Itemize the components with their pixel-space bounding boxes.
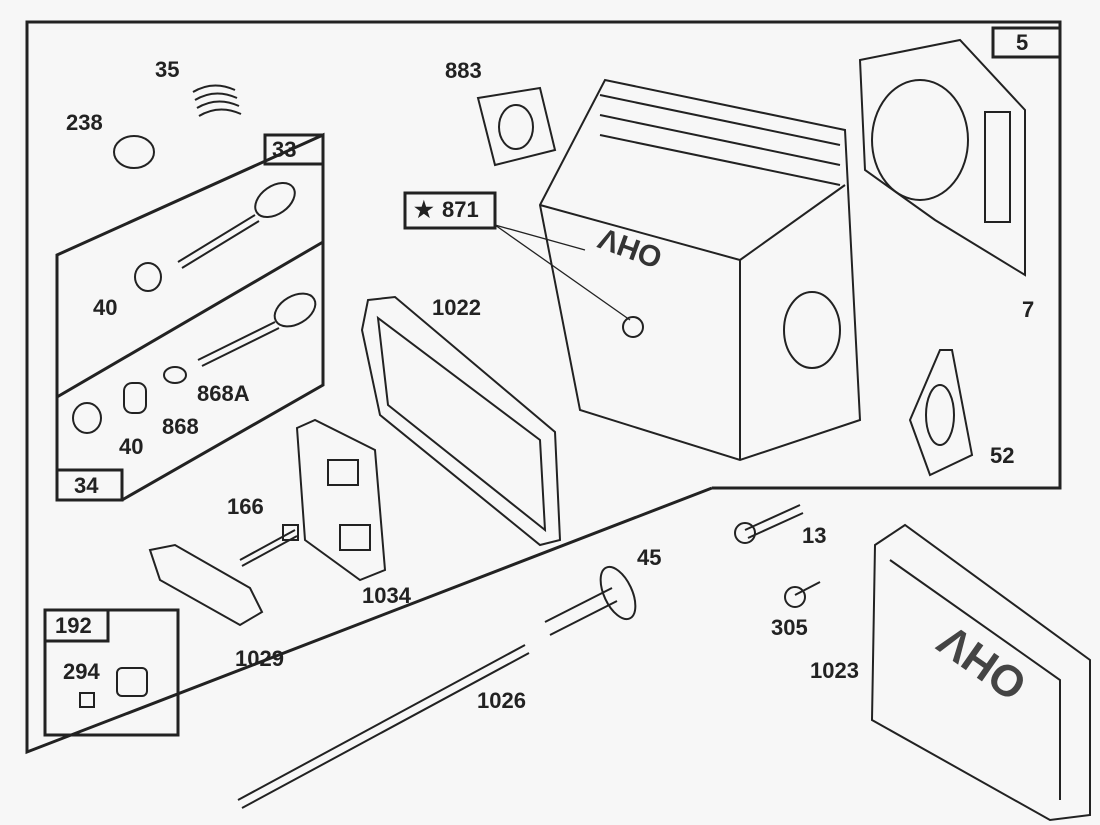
- callout-305: 305: [771, 615, 808, 640]
- callout-1023: 1023: [810, 658, 859, 683]
- gasket-1022: [360, 295, 562, 547]
- washer-868a: [163, 366, 187, 384]
- callout-238: 238: [66, 110, 103, 135]
- gasket-883: [476, 86, 557, 167]
- callout-7: 7: [1022, 297, 1035, 322]
- callout-1026: 1026: [477, 688, 526, 713]
- group-34-label: 34: [74, 473, 99, 498]
- bolt-13: [734, 504, 804, 544]
- callout-1034: 1034: [362, 583, 411, 608]
- callout-40-upper: 40: [93, 295, 118, 320]
- callout-871: 871: [442, 197, 479, 222]
- valve-group-frame: [55, 132, 325, 502]
- valve-cover-1023: [870, 523, 1091, 822]
- callout-1022: 1022: [432, 295, 481, 320]
- rocker-arm-1029: [148, 543, 264, 627]
- intake-valve: [177, 181, 296, 269]
- valve-retainer-40-upper: [134, 262, 162, 292]
- callout-1029: 1029: [235, 646, 284, 671]
- group-192-label: 192: [55, 613, 92, 638]
- gasket-52: [908, 349, 974, 477]
- group-192-label-box: [43, 608, 110, 643]
- pushrod-1026: [237, 644, 530, 809]
- callout-868: 868: [162, 414, 199, 439]
- callout-40-lower: 40: [119, 434, 144, 459]
- callout-883: 883: [445, 58, 482, 83]
- callout-45: 45: [637, 545, 662, 570]
- frame-label-box: [991, 26, 1062, 59]
- breather-part-294: [79, 667, 148, 708]
- callout-52: 52: [990, 443, 1015, 468]
- callout-294: 294: [63, 659, 100, 684]
- frame-label: 5: [1016, 30, 1029, 55]
- callout-868a: 868A: [197, 381, 250, 406]
- leader-871-a: [494, 224, 586, 251]
- group-33-label-box: [263, 133, 325, 166]
- valve-spring-35: [192, 84, 242, 117]
- exhaust-valve: [197, 292, 317, 367]
- group-33-label: 33: [272, 137, 297, 162]
- breather-1034: [295, 418, 387, 582]
- part-871-label-box: [403, 191, 497, 230]
- star-icon: ★: [414, 197, 434, 222]
- assembly-frame: [25, 20, 1062, 755]
- cap-238: [113, 135, 155, 169]
- group-192-frame: [43, 608, 180, 737]
- callout-13: 13: [802, 523, 827, 548]
- head-gasket-7: [858, 38, 1026, 277]
- group-34-label-box: [55, 468, 124, 502]
- leader-871-b: [494, 224, 631, 321]
- stud-166: [239, 524, 299, 567]
- seal-868: [123, 382, 147, 414]
- callout-166: 166: [227, 494, 264, 519]
- valve-group-divider: [56, 240, 324, 399]
- screw-305: [784, 581, 821, 608]
- valve-retainer-40-lower: [72, 402, 102, 434]
- cylinder-head: [538, 78, 862, 462]
- callout-35: 35: [155, 57, 180, 82]
- lifter-45: [544, 565, 637, 636]
